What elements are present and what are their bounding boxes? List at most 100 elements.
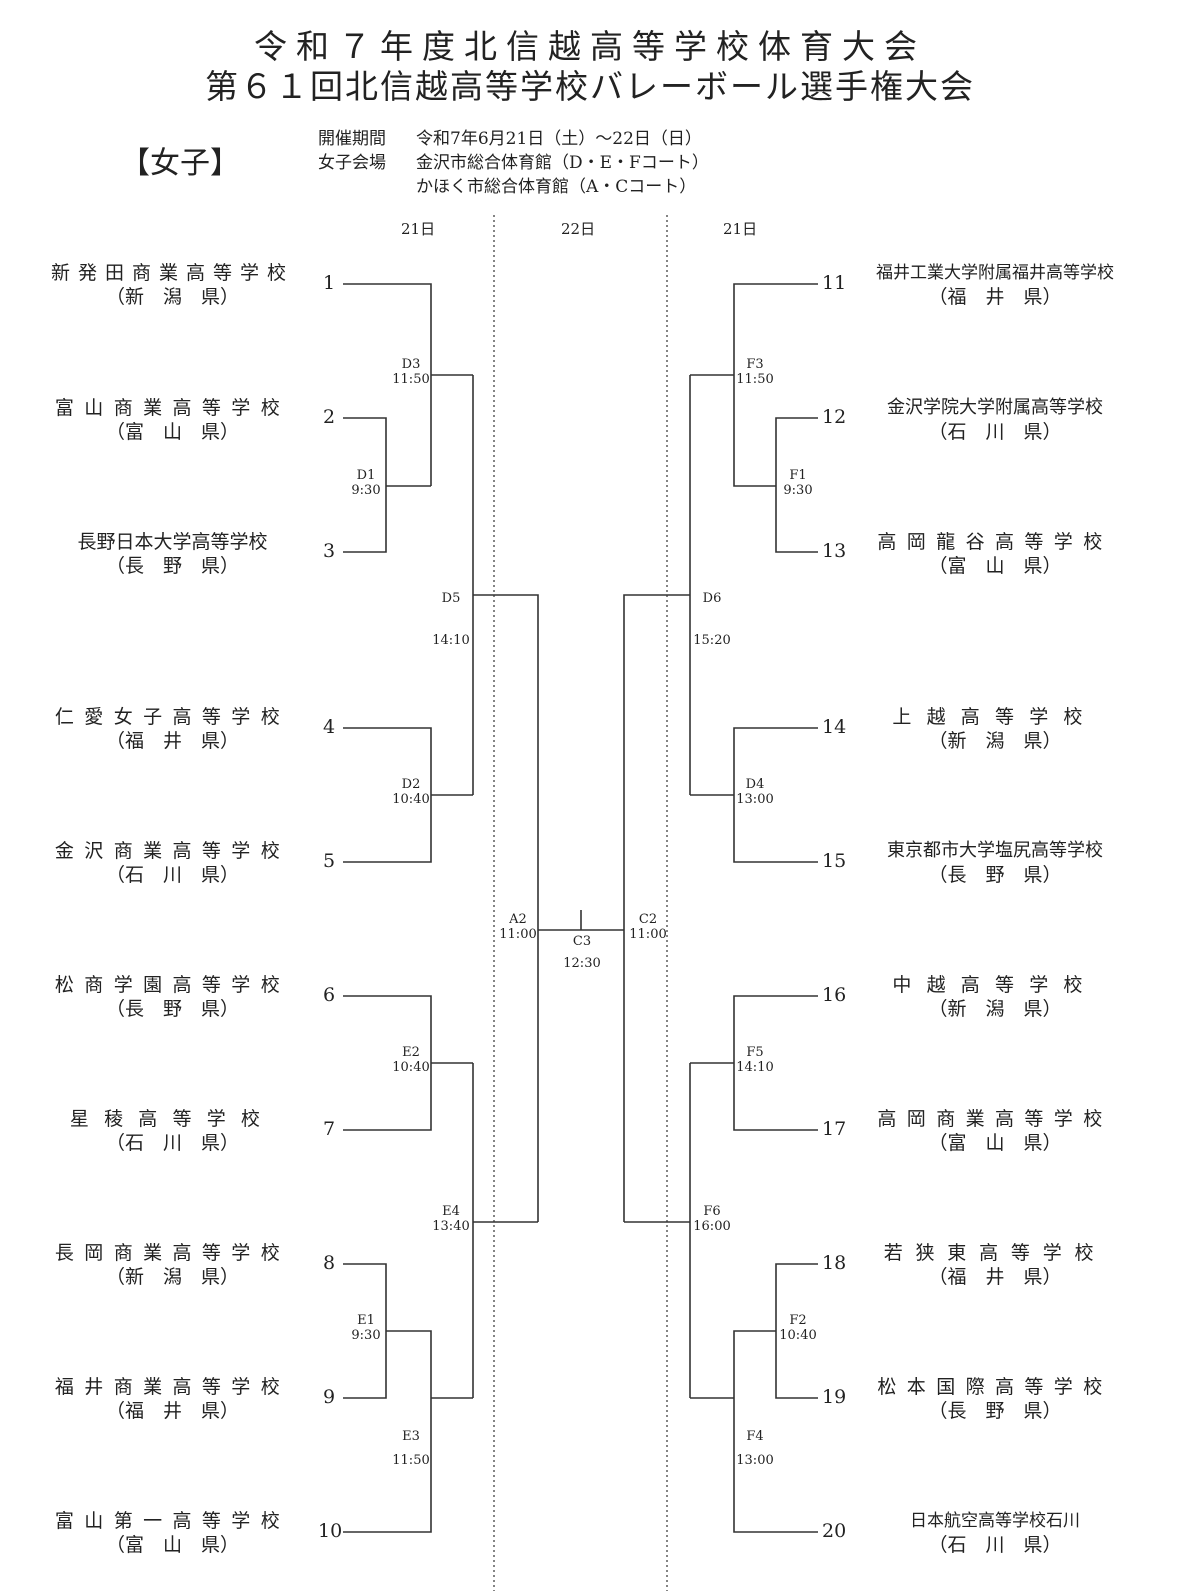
match-time: 13:40 [432, 1219, 470, 1234]
seed-15: 15 [822, 850, 847, 872]
match-f1: F1 9:30 [775, 468, 821, 498]
seed-19: 19 [822, 1386, 847, 1408]
team-name: 東京都市大学塩尻高等学校 [887, 840, 1103, 861]
match-time: 13:00 [736, 1453, 774, 1468]
team-prefecture: （石 川 県） [105, 864, 239, 886]
match-time: 16:00 [693, 1219, 731, 1234]
team-prefecture: （福 井 県） [105, 730, 239, 752]
match-code: C3 [572, 934, 592, 949]
team-prefecture: （富 山 県） [928, 555, 1062, 577]
team-name: 高岡商業高等学校 [877, 1108, 1113, 1130]
match-time: 10:40 [392, 1060, 430, 1075]
line-team-1 [343, 283, 432, 486]
match-time: 12:30 [563, 956, 601, 971]
match-code: E4 [442, 1204, 460, 1219]
match-time: 10:40 [392, 792, 430, 807]
line-d1 [343, 417, 387, 553]
match-time: 11:50 [392, 1453, 430, 1468]
line-e3 [343, 1330, 432, 1533]
line-d5-out [473, 594, 539, 1222]
match-d1: D1 9:30 [343, 468, 389, 498]
team-name: 上越高等学校 [892, 706, 1098, 728]
match-e2: E2 10:40 [388, 1045, 434, 1075]
match-code: E3 [402, 1429, 420, 1444]
team-9: 福井商業高等学校 （福 井 県） [30, 1375, 315, 1423]
match-code: D2 [401, 777, 421, 792]
period-value: 令和7年6月21日（土）～22日（日） [416, 129, 702, 149]
line-f4 [733, 1330, 818, 1533]
category-label: 【女子】 [120, 146, 240, 181]
team-4: 仁愛女子高等学校 （福 井 県） [30, 705, 315, 753]
seed-7: 7 [323, 1118, 336, 1140]
team-17: 高岡商業高等学校 （富 山 県） [850, 1107, 1140, 1155]
match-e1: E1 9:30 [343, 1313, 389, 1343]
team-2: 富山商業高等学校 （富 山 県） [30, 396, 315, 444]
team-prefecture: （新 潟 県） [105, 286, 239, 308]
team-19: 松本国際高等学校 （長 野 県） [850, 1375, 1140, 1423]
team-name: 中越高等学校 [892, 974, 1098, 996]
team-name: 松本国際高等学校 [877, 1376, 1113, 1398]
team-name: 富山商業高等学校 [54, 397, 291, 419]
match-f3: F3 11:50 [732, 357, 778, 387]
team-name: 金沢学院大学附属高等学校 [887, 397, 1103, 418]
match-code: D6 [702, 591, 722, 606]
line-f3 [733, 283, 818, 487]
match-time: 9:30 [783, 483, 813, 498]
team-prefecture: （石 川 県） [928, 1534, 1062, 1556]
seed-2: 2 [323, 406, 336, 428]
line-d6-out [623, 594, 690, 1222]
match-time: 14:10 [736, 1060, 774, 1075]
match-code: E2 [402, 1045, 420, 1060]
seed-8: 8 [323, 1252, 336, 1274]
team-prefecture: （新 潟 県） [105, 1266, 239, 1288]
match-f5: F5 14:10 [732, 1045, 778, 1075]
team-7: 星稜高等学校 （石 川 県） [30, 1107, 315, 1155]
match-d3: D3 11:50 [388, 357, 434, 387]
team-prefecture: （長 野 県） [928, 1400, 1062, 1422]
match-code: C2 [638, 912, 658, 927]
venue-label: 女子会場 [318, 153, 386, 173]
team-name: 新発田商業高等学校 [50, 262, 294, 284]
match-d2: D2 10:40 [388, 777, 434, 807]
team-15: 東京都市大学塩尻高等学校 （長 野 県） [850, 839, 1140, 887]
seed-12: 12 [822, 406, 847, 428]
period-label: 開催期間 [318, 129, 386, 149]
team-prefecture: （福 井 県） [105, 1400, 239, 1422]
line-f1 [775, 417, 818, 553]
seed-11: 11 [822, 272, 847, 294]
match-time: 15:20 [693, 633, 731, 648]
team-8: 長岡商業高等学校 （新 潟 県） [30, 1241, 315, 1289]
team-name: 星稜高等学校 [69, 1108, 276, 1130]
team-5: 金沢商業高等学校 （石 川 県） [30, 839, 315, 887]
match-code: A2 [509, 912, 527, 927]
match-c3: C3 12:30 [559, 931, 605, 975]
team-1: 新発田商業高等学校 （新 潟 県） [30, 261, 315, 309]
team-20: 日本航空高等学校石川 （石 川 県） [850, 1509, 1140, 1557]
match-f6: F6 16:00 [689, 1204, 735, 1234]
sub-title: 第６１回北信越高等学校バレーボール選手権大会 [205, 67, 975, 106]
seed-16: 16 [822, 984, 847, 1006]
team-prefecture: （長 野 県） [105, 998, 239, 1020]
team-name: 福井工業大学附属福井高等学校 [876, 263, 1114, 283]
match-time: 14:10 [432, 633, 470, 648]
seed-1: 1 [323, 272, 336, 294]
match-time: 11:50 [736, 372, 774, 387]
team-name: 高岡龍谷高等学校 [877, 531, 1113, 553]
match-time: 11:00 [499, 927, 537, 942]
team-name: 若狭東高等学校 [883, 1242, 1107, 1264]
team-name: 金沢商業高等学校 [54, 840, 291, 862]
seed-3: 3 [323, 540, 336, 562]
match-f4: F4 13:00 [732, 1425, 778, 1473]
match-e3: E3 11:50 [388, 1425, 434, 1473]
team-prefecture: （石 川 県） [105, 1132, 239, 1154]
team-prefecture: （新 潟 県） [928, 998, 1062, 1020]
seed-18: 18 [822, 1252, 847, 1274]
team-name: 日本航空高等学校石川 [910, 1511, 1080, 1531]
team-prefecture: （石 川 県） [928, 421, 1062, 443]
match-code: D1 [356, 468, 376, 483]
team-name: 松商学園高等学校 [54, 974, 291, 996]
team-prefecture: （長 野 県） [928, 864, 1062, 886]
match-time: 10:40 [779, 1328, 817, 1343]
match-time: 11:50 [392, 372, 430, 387]
